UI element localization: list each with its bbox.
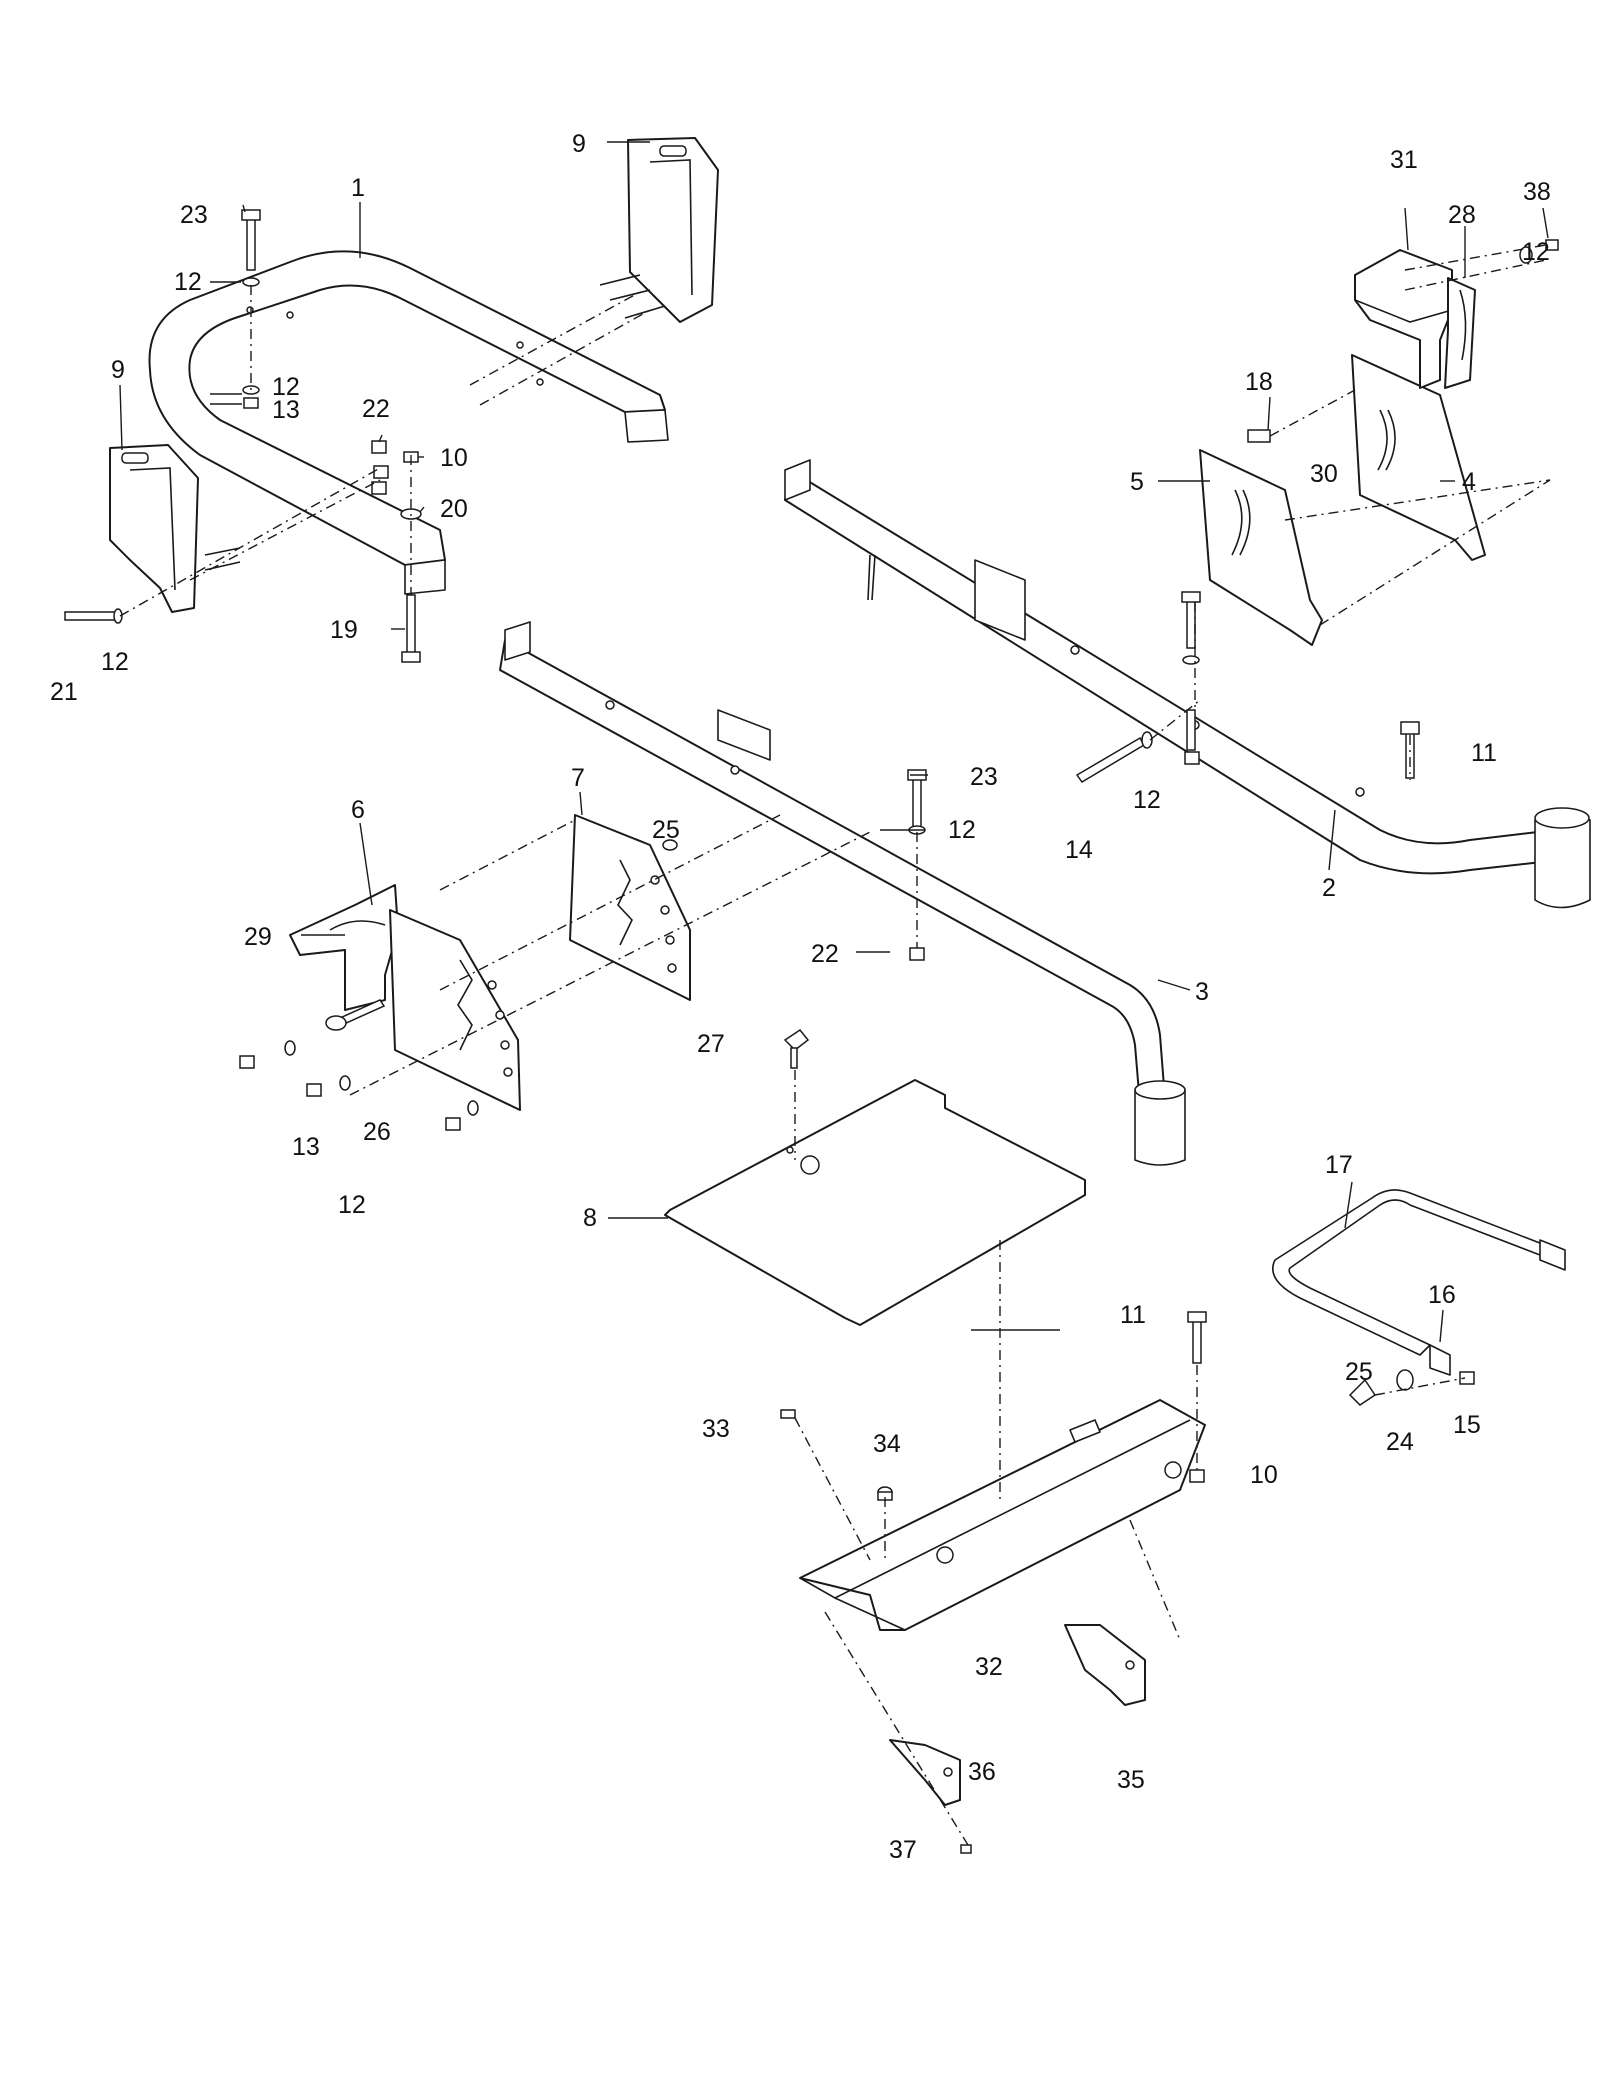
callout-19: 19 (330, 616, 358, 644)
callout-4: 4 (1462, 468, 1476, 496)
callout-23-mid: 23 (970, 763, 998, 791)
callout-12-g: 12 (338, 1191, 366, 1219)
callout-22-mid: 22 (811, 940, 839, 968)
part-channel-support-32 (799, 1399, 1206, 1631)
callout-33: 33 (702, 1415, 730, 1443)
callout-37: 37 (889, 1836, 917, 1864)
callout-22-top: 22 (362, 395, 390, 423)
callout-5: 5 (1130, 468, 1144, 496)
callout-11-right: 11 (1471, 739, 1497, 767)
part-center-cross-tube (499, 621, 1186, 1166)
part-left-plate-7 (569, 814, 691, 1001)
callout-31: 31 (1390, 146, 1418, 174)
callout-12-e: 12 (1133, 786, 1161, 814)
callout-36: 36 (968, 1758, 996, 1786)
callout-3: 3 (1195, 978, 1209, 1006)
callout-9-left: 9 (111, 356, 125, 384)
part-floor-pan (664, 1079, 1086, 1326)
callout-25-top: 25 (652, 816, 680, 844)
callout-17: 17 (1325, 1151, 1353, 1179)
callout-6: 6 (351, 796, 365, 824)
callout-7: 7 (571, 764, 585, 792)
part-bracket-35 (1064, 1624, 1146, 1706)
callout-29: 29 (244, 923, 272, 951)
callout-2: 2 (1322, 874, 1336, 902)
callout-12-f: 12 (948, 816, 976, 844)
callout-9-top: 9 (572, 130, 586, 158)
part-clamp-16 (1429, 1344, 1451, 1376)
assembly-lines (119, 244, 1551, 1846)
part-upright-bracket-right (599, 137, 719, 323)
callout-28: 28 (1448, 201, 1476, 229)
part-rear-plate-5 (1199, 449, 1323, 646)
callout-12-c: 12 (101, 648, 129, 676)
part-upright-bracket-left (109, 444, 241, 613)
callout-23-top: 23 (180, 201, 208, 229)
callout-20: 20 (440, 495, 468, 523)
callout-12-a: 12 (174, 268, 202, 296)
part-rear-plate-4 (1351, 354, 1486, 561)
callout-26: 26 (363, 1118, 391, 1146)
callout-8: 8 (583, 1204, 597, 1232)
callout-12-b: 12 (272, 373, 300, 401)
callout-18: 18 (1245, 368, 1273, 396)
callout-14: 14 (1065, 836, 1093, 864)
callout-16: 16 (1428, 1281, 1456, 1309)
callout-35: 35 (1117, 1766, 1145, 1794)
callout-38: 38 (1523, 178, 1551, 206)
callout-32: 32 (975, 1653, 1003, 1681)
callout-10-top: 10 (440, 444, 468, 472)
callout-24: 24 (1386, 1428, 1414, 1456)
part-side-bracket-28 (1444, 277, 1476, 389)
part-left-bracket-6 (289, 884, 399, 1011)
part-bracket-36 (889, 1739, 961, 1806)
leader-lines (119, 141, 1549, 1343)
callout-21: 21 (50, 678, 78, 706)
callout-15: 15 (1453, 1411, 1481, 1439)
callout-34: 34 (873, 1430, 901, 1458)
callout-13-a: 13 (272, 396, 300, 424)
callout-labels: 1 2 3 4 5 6 7 8 9 9 10 10 11 11 12 12 12… (50, 130, 1551, 1864)
callout-12-d: 12 (1522, 238, 1550, 266)
part-left-plate-inner (389, 909, 521, 1111)
callout-10-bottom: 10 (1250, 1461, 1278, 1489)
part-u-rod-17 (1272, 1189, 1566, 1356)
callout-1: 1 (351, 174, 365, 202)
callout-30: 30 (1310, 460, 1338, 488)
part-u-frame (148, 250, 669, 595)
part-rear-cross-tube (784, 459, 1591, 909)
callout-27: 27 (697, 1030, 725, 1058)
callout-25-right: 25 (1345, 1358, 1373, 1386)
callout-11-bottom: 11 (1120, 1301, 1146, 1329)
callout-13-b: 13 (292, 1133, 320, 1161)
